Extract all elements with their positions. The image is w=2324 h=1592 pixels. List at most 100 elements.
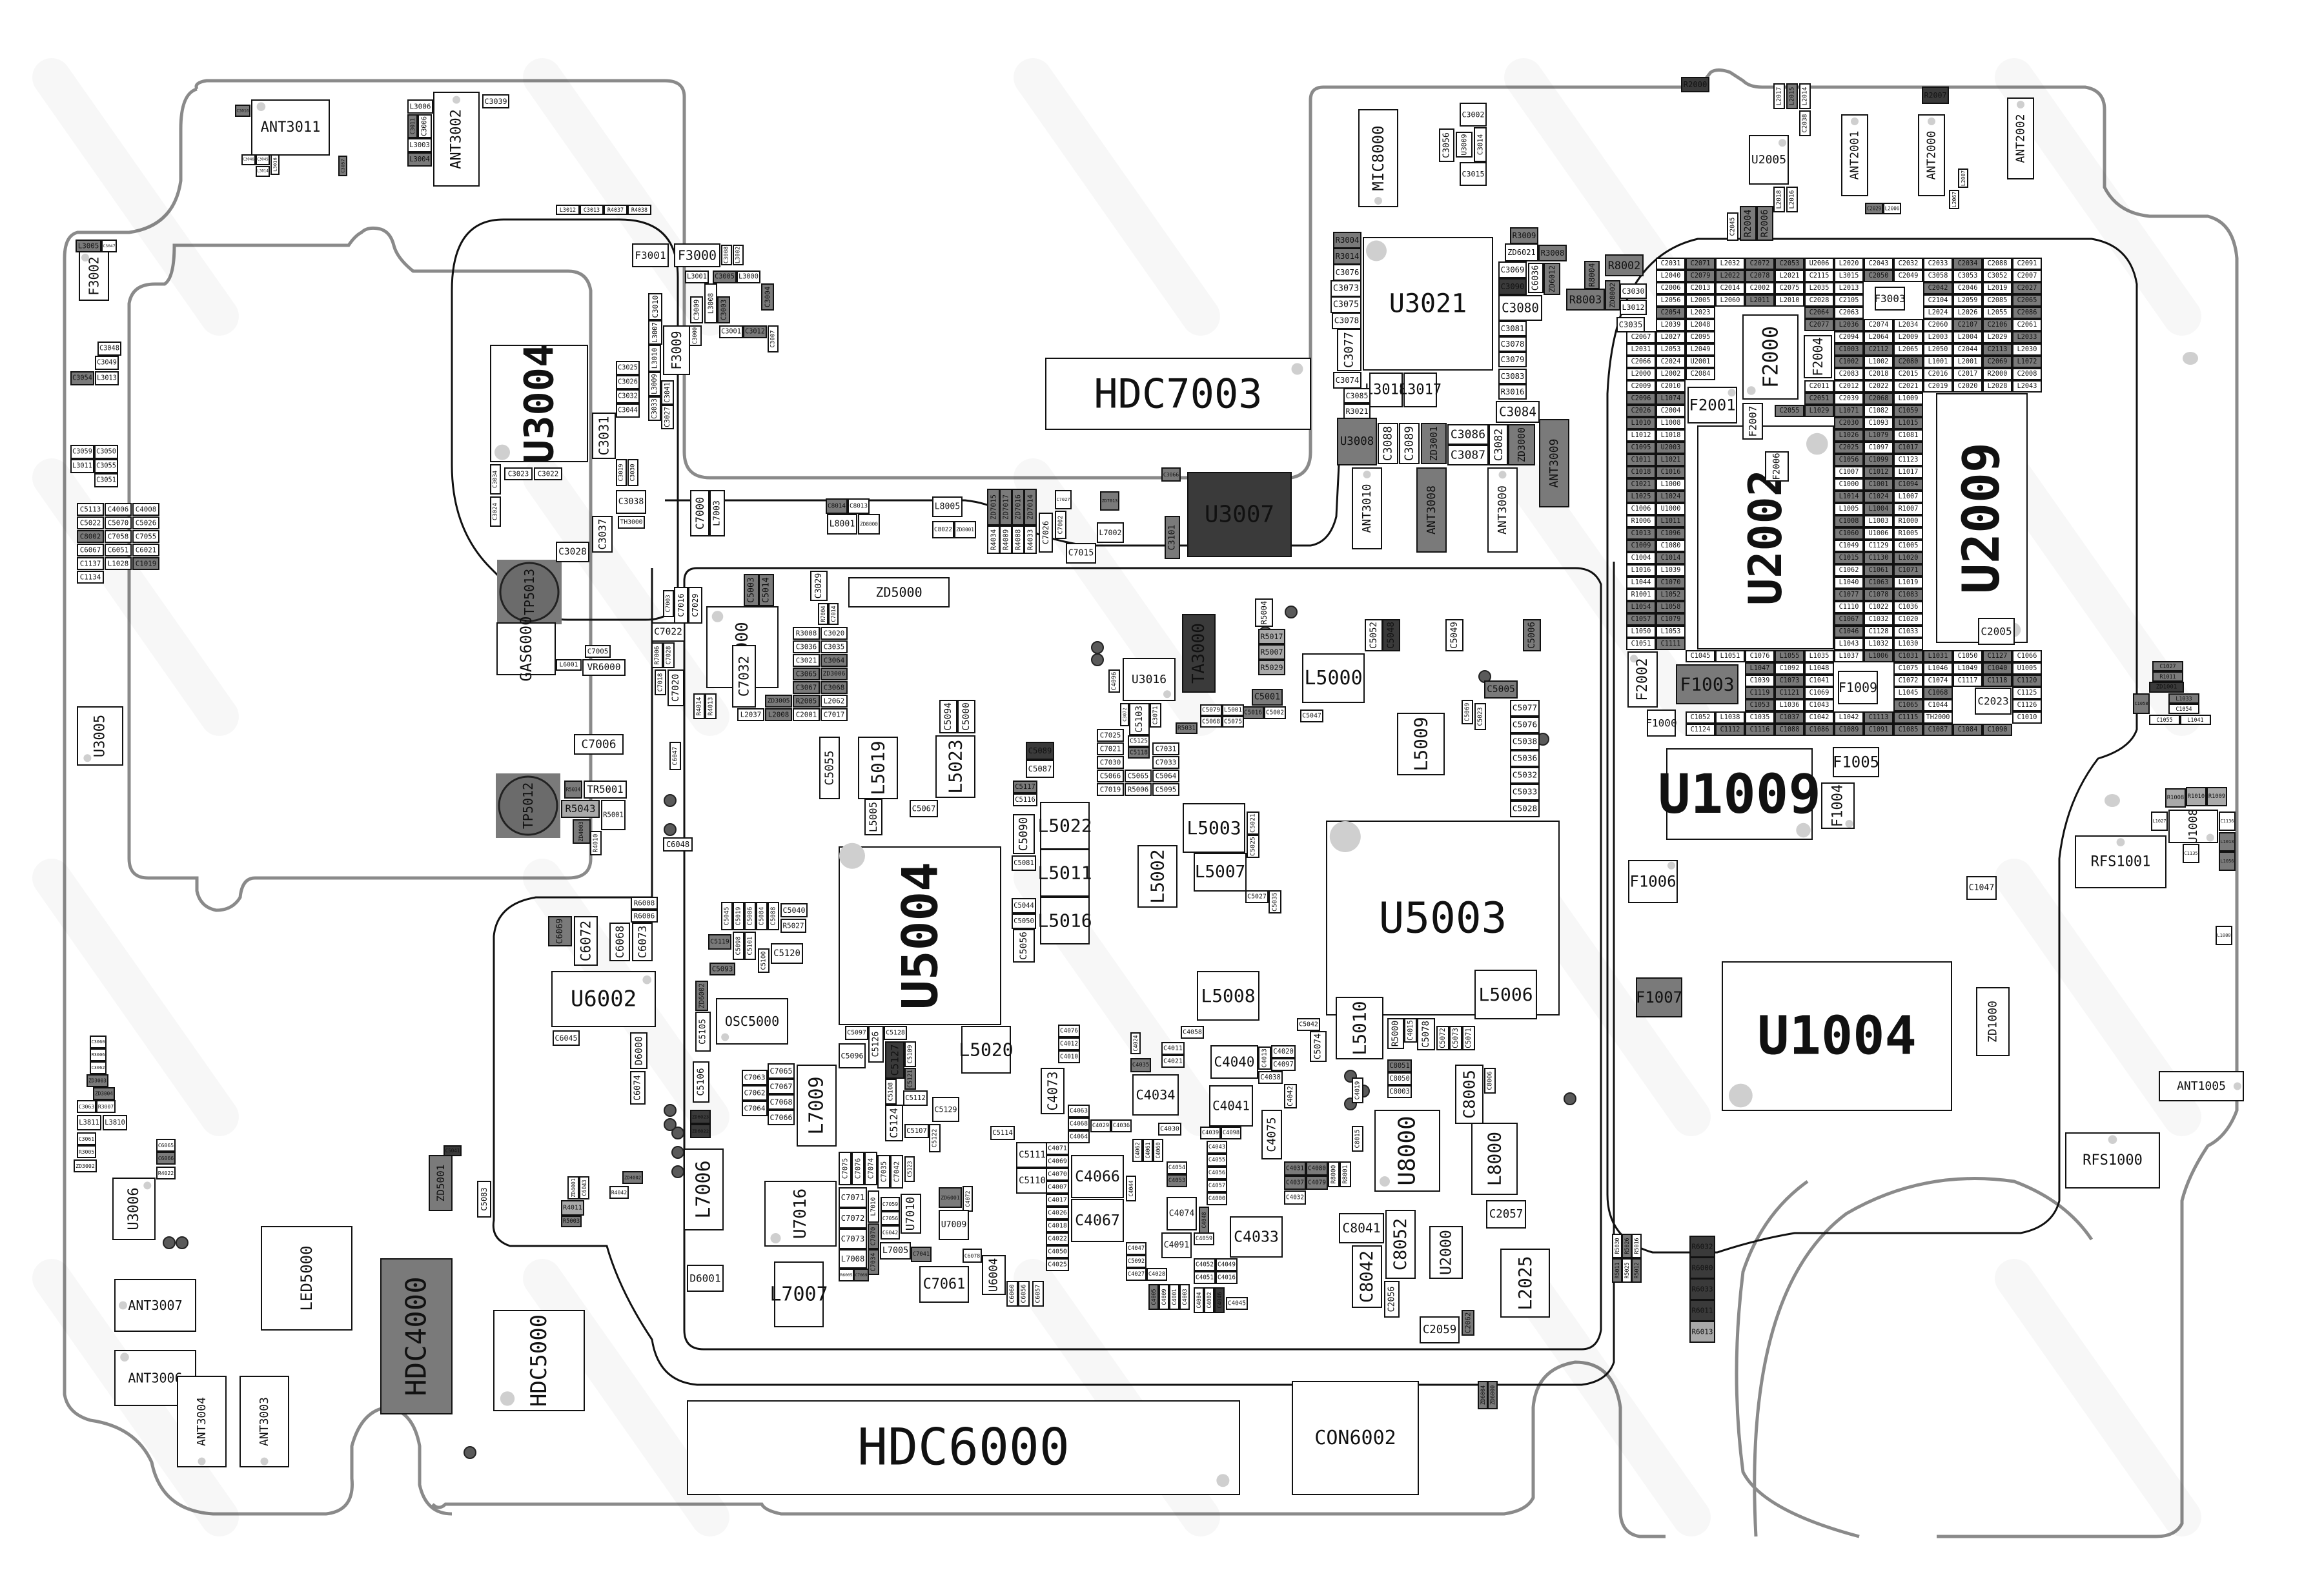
component-u3008[interactable]: U3008 [1337, 418, 1377, 465]
component-r8004[interactable]: R8004 [1584, 261, 1600, 289]
component-c2067[interactable]: C2067 [1626, 331, 1656, 343]
component-c2024[interactable]: C2024 [1656, 356, 1686, 368]
component-c4050[interactable]: C4050 [1046, 1245, 1069, 1258]
component-l2065[interactable]: L2065 [1893, 343, 1923, 356]
test-point[interactable] [671, 1146, 684, 1159]
component-r1011[interactable]: R1011 [2152, 671, 2183, 682]
component-c5096[interactable]: C5096 [839, 1043, 866, 1068]
component-c5100[interactable]: C5100 [758, 948, 770, 973]
component-ant1005[interactable]: ANT1005 [2159, 1071, 2244, 1101]
component-c2064[interactable]: C2064 [1804, 307, 1834, 319]
component-c1006[interactable]: C1006 [1626, 503, 1656, 515]
component-l5020[interactable]: L5020 [959, 1026, 1014, 1074]
component-c2038[interactable]: C2038 [1799, 110, 1811, 136]
component-r3009[interactable]: R3009 [1510, 227, 1538, 244]
component-r5027[interactable]: R5027 [780, 919, 806, 933]
component-c1080[interactable]: C1080 [1656, 540, 1686, 552]
component-l1033[interactable]: L1033 [2168, 693, 2199, 704]
component-r2007[interactable]: R2007 [1922, 87, 1949, 104]
component-c7065[interactable]: C7065 [768, 1063, 795, 1079]
component-l1036[interactable]: L1036 [1775, 699, 1804, 711]
component-led5000[interactable]: LED5000 [261, 1226, 352, 1331]
component-c2028[interactable]: C2028 [1804, 294, 1834, 307]
component-c5001[interactable]: C5001 [1252, 689, 1283, 706]
component-zd6021[interactable]: ZD6021 [1505, 243, 1538, 261]
component-c2106[interactable]: C2106 [1983, 319, 2012, 331]
component-c4019[interactable]: C4019 [1352, 1077, 1363, 1103]
component-l1052[interactable]: L1052 [1656, 589, 1686, 601]
component-c7073[interactable]: C7073 [839, 1229, 867, 1249]
component-c7063[interactable]: C7063 [742, 1070, 768, 1085]
component-c2056[interactable]: C2056 [1384, 1281, 1400, 1318]
component-c1044[interactable]: C1044 [1923, 699, 1953, 711]
component-c5106[interactable]: C5106 [693, 1061, 709, 1103]
component-c2004[interactable]: C2004 [1656, 405, 1686, 417]
component-c5116[interactable]: C5116 [1013, 793, 1037, 806]
component-c4049[interactable]: C4049 [1216, 1258, 1238, 1271]
component-c4054[interactable]: C4054 [1167, 1161, 1187, 1174]
component-f1009[interactable]: F1009 [1838, 671, 1878, 704]
component-l1048[interactable]: L1048 [1804, 662, 1834, 675]
component-c7074[interactable]: C7074 [864, 1152, 877, 1185]
component-c3063[interactable]: C3063 [77, 1100, 96, 1113]
component-l2024[interactable]: L2024 [1923, 307, 1953, 319]
component-c1012[interactable]: C1012 [1864, 466, 1893, 478]
component-r8000[interactable]: R8000 [1328, 1161, 1340, 1187]
component-c4073[interactable]: C4073 [1041, 1068, 1065, 1114]
component-c1135[interactable]: C1135 [2183, 844, 2199, 863]
component-c1067[interactable]: C1067 [1834, 613, 1864, 626]
component-c3101[interactable]: C3101 [1165, 516, 1180, 559]
component-c5025[interactable]: C5025 [1247, 835, 1259, 858]
component-c5065[interactable]: C5065 [1125, 770, 1152, 782]
component-c3037[interactable]: C3037 [592, 516, 613, 553]
component-zd4001[interactable]: ZD4001 [567, 1176, 579, 1199]
component-ant3009[interactable]: ANT3009 [1539, 419, 1569, 507]
component-c2079[interactable]: C2079 [1686, 270, 1715, 282]
component-r1009[interactable]: R1009 [2207, 787, 2227, 806]
component-c2095[interactable]: C2095 [1686, 331, 1715, 343]
component-l2036[interactable]: L2036 [1834, 319, 1864, 331]
component-c4011[interactable]: C4011 [1161, 1042, 1185, 1055]
component-c5108[interactable]: C5108 [885, 1079, 897, 1105]
component-l2049[interactable]: L2049 [1686, 343, 1715, 356]
component-l3012[interactable]: L3012 [1620, 300, 1647, 315]
component-c1111[interactable]: C1111 [1656, 638, 1686, 650]
component-c1120[interactable]: C1120 [2012, 675, 2042, 687]
component-l1043[interactable]: L1043 [1834, 638, 1864, 650]
component-f2001[interactable]: F2001 [1687, 387, 1737, 424]
component-c1031[interactable]: C1031 [1893, 650, 1923, 662]
component-r3014[interactable]: R3014 [1333, 248, 1361, 265]
component-c1069[interactable]: C1069 [1804, 687, 1834, 699]
component-c7018[interactable]: C7018 [655, 669, 666, 695]
component-l3009[interactable]: L3009 [648, 372, 661, 396]
component-zd6004[interactable]: ZD6004 [1478, 1381, 1488, 1409]
test-point[interactable] [1564, 1092, 1576, 1105]
component-l5009[interactable]: L5009 [1397, 713, 1445, 775]
component-c4068[interactable]: C4068 [1068, 1117, 1090, 1130]
component-c3032[interactable]: C3032 [616, 389, 640, 403]
component-c1121[interactable]: C1121 [1775, 687, 1804, 699]
component-r2006[interactable]: R2006 [1757, 206, 1773, 241]
component-c7015[interactable]: C7015 [1066, 543, 1096, 564]
component-r4042[interactable]: R4042 [609, 1186, 629, 1199]
component-l2067[interactable]: L2067 [1949, 190, 1959, 209]
component-c7005[interactable]: C7005 [585, 645, 611, 658]
component-ant3003[interactable]: ANT3003 [240, 1376, 289, 1467]
component-l1015[interactable]: L1015 [1893, 417, 1923, 429]
component-c2088[interactable]: C2088 [1983, 258, 2012, 270]
component-c7064[interactable]: C7064 [742, 1101, 768, 1116]
component-c3084[interactable]: C3084 [1496, 401, 1540, 423]
component-c3073[interactable]: C3073 [1330, 280, 1361, 297]
component-c1036[interactable]: C1036 [1893, 601, 1923, 613]
component-c4007[interactable]: C4007 [1046, 1181, 1069, 1194]
component-c6043[interactable]: C6043 [579, 1176, 589, 1199]
component-c5052[interactable]: C5052 [1365, 619, 1383, 651]
component-l1050[interactable]: L1050 [1626, 626, 1656, 638]
component-c3089[interactable]: C3089 [1399, 423, 1420, 464]
component-c7027[interactable]: C7027 [1055, 490, 1072, 509]
component-l2021[interactable]: L2021 [1775, 270, 1804, 282]
component-c2072[interactable]: C2072 [1745, 258, 1775, 270]
component-l2023[interactable]: L2023 [1686, 307, 1715, 319]
component-hdc5000[interactable]: HDC5000 [493, 1310, 585, 1411]
component-c4072[interactable]: C4072 [963, 1186, 973, 1212]
